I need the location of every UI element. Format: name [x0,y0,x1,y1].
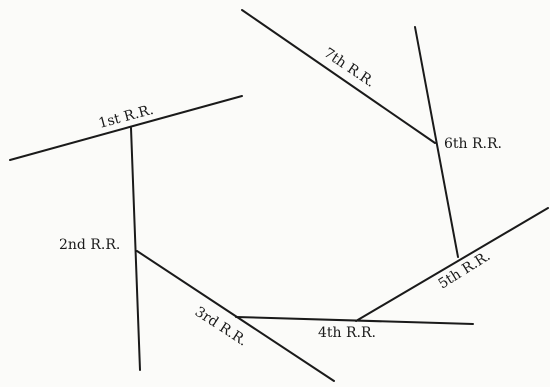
railroad-5-label: 5th R.R. [436,248,494,292]
railroad-vertical-left-line [130,127,141,371]
railroad-4-label: 4th R.R. [318,325,376,341]
railroad-4-line [235,316,474,325]
railroad-2-label: 2nd R.R. [59,237,120,253]
railroad-3-line [136,250,335,382]
railroad-6-line [414,26,459,258]
railroad-3-label: 3rd R.R. [192,304,250,350]
railroad-1-line [9,95,243,161]
railroad-7-line [241,9,436,144]
railroad-6-label: 6th R.R. [444,136,502,152]
railroad-5-line [355,207,549,322]
